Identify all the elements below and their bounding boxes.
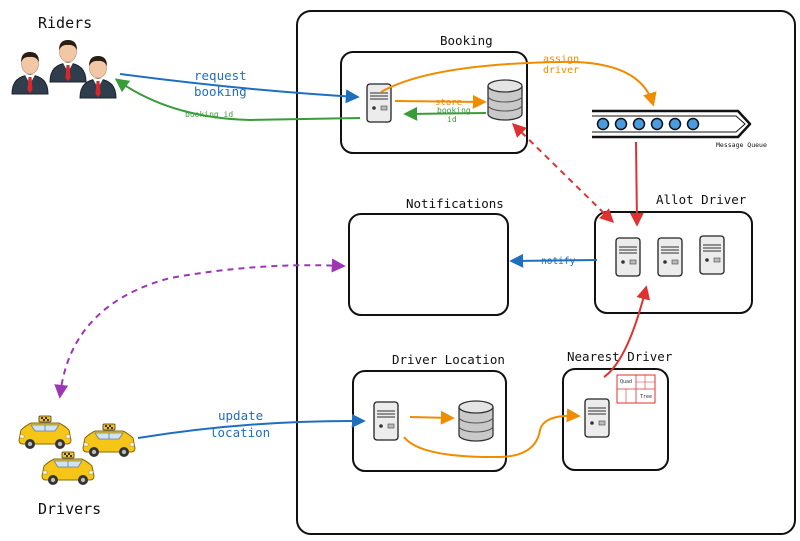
request-label: request <box>194 68 247 83</box>
allot-server-icon <box>615 237 641 277</box>
drivers-notifications-arrow <box>54 258 346 399</box>
allot-server-icon <box>699 235 725 275</box>
booking-id-arrow <box>114 78 361 122</box>
assign-driver-arrow <box>380 60 657 107</box>
booking-database-icon <box>487 79 523 121</box>
location-database-icon <box>458 400 494 442</box>
nearest-driver-title: Nearest Driver <box>567 349 673 364</box>
tree-label: Tree <box>640 394 652 400</box>
message-queue-label: Message Queue <box>716 141 767 149</box>
driver-location-title: Driver Location <box>392 352 505 367</box>
location-store-arrow <box>409 410 455 425</box>
notifications-title: Notifications <box>406 196 504 211</box>
location-server-icon <box>373 401 399 441</box>
quad-label: Quad <box>620 379 632 385</box>
nearest-to-allot-arrow <box>603 285 651 378</box>
booking-id-label: booking id <box>185 110 233 119</box>
booking-id-inner-arrow <box>403 106 487 121</box>
riders-label: Riders <box>38 14 92 32</box>
notifications-box <box>348 213 509 316</box>
riders-icon <box>11 39 117 99</box>
queue-to-allot-arrow <box>629 141 644 227</box>
drivers-label: Drivers <box>38 500 101 518</box>
driver-label: driver <box>543 65 579 76</box>
drivers-icon <box>18 415 136 486</box>
update-label: update <box>218 408 263 423</box>
booking-id-inner-label-1: booking <box>437 106 471 115</box>
notify-arrow <box>509 253 598 268</box>
update-location-arrow <box>137 413 366 439</box>
quad-tree-icon: Quad Tree <box>616 374 656 404</box>
request-booking-arrow <box>119 73 360 104</box>
booking-title: Booking <box>440 33 493 48</box>
store-arrow <box>394 94 487 109</box>
nearest-server-icon <box>584 398 610 438</box>
store-label: store <box>435 98 462 108</box>
booking-box <box>340 51 528 154</box>
allot-driver-title: Allot Driver <box>656 192 747 207</box>
booking-label: booking <box>194 84 247 99</box>
assign-label: assign <box>543 54 579 65</box>
allot-server-icon <box>657 237 683 277</box>
booking-id-inner-label-2: id <box>447 115 457 124</box>
message-queue-icon <box>592 109 752 139</box>
location-label: location <box>210 425 270 440</box>
allot-booking-db-arrow <box>511 123 615 223</box>
notify-label: notify <box>541 256 576 267</box>
location-to-nearest-arrow <box>403 408 581 459</box>
